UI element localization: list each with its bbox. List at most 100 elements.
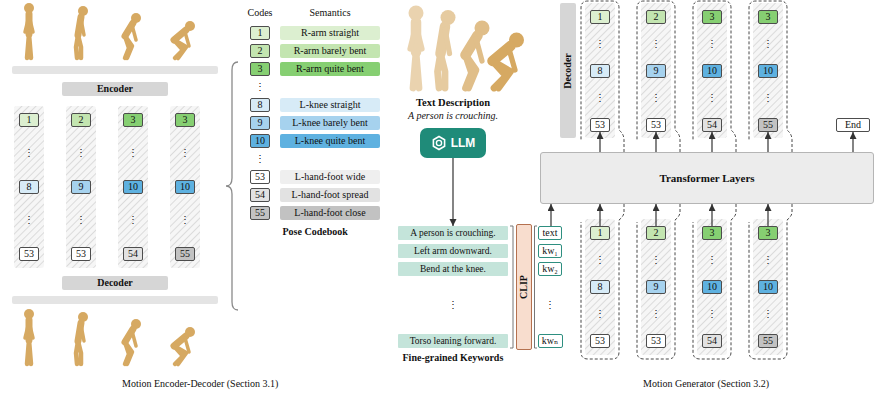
flow-arrow xyxy=(767,132,768,152)
node-text: 3 xyxy=(131,114,136,126)
node-text: Left arm downward. xyxy=(414,245,492,257)
pose-figure xyxy=(76,312,88,364)
code-token: 55 xyxy=(175,247,195,261)
code-token: 54 xyxy=(123,247,143,261)
text-token: text xyxy=(538,226,562,240)
annotation-label: ⋮ xyxy=(651,308,661,320)
code-token: 3 xyxy=(175,113,195,127)
node-text: 1 xyxy=(598,11,603,23)
annotation-label: ⋮ xyxy=(595,92,605,104)
code-token: 3 xyxy=(758,226,778,240)
annotation-label: ⋮ xyxy=(651,92,661,104)
code-token: 3 xyxy=(758,10,778,24)
token-column xyxy=(170,106,200,268)
transformer-block: Transformer Layers xyxy=(540,152,874,204)
clip-encoder: CLIP xyxy=(516,224,532,350)
node-text: Bend at the knee. xyxy=(420,263,486,275)
keyword-box: A person is crouching. xyxy=(398,226,508,240)
code-token: 53 xyxy=(19,247,39,261)
pose-figure xyxy=(24,3,34,58)
node-text: 10 xyxy=(180,181,190,193)
token-column xyxy=(585,219,615,355)
semantic-band: L-hand-foot wide xyxy=(280,170,380,184)
node-text: L-hand-foot spread xyxy=(292,189,369,201)
code-token: 9 xyxy=(71,180,91,194)
semantic-band: L-knee straight xyxy=(280,98,380,112)
annotation-label: ⋮ xyxy=(128,214,138,226)
annotation-label: ⋮ xyxy=(763,254,773,266)
pose-figure xyxy=(125,319,141,364)
node-text: 3 xyxy=(710,227,715,239)
code-token: 10 xyxy=(702,280,722,294)
dashed-loop xyxy=(693,204,736,359)
node-text: Decoder xyxy=(97,277,133,289)
flow-arrow xyxy=(452,158,453,226)
node-text: R-arm quite bent xyxy=(296,63,364,75)
pose-figure xyxy=(174,21,195,58)
node-text: L-knee barely bent xyxy=(292,117,368,129)
text-token: kw₂ xyxy=(538,262,562,276)
code-token: 10 xyxy=(702,64,722,78)
flow-arrow xyxy=(599,204,600,226)
node-text: 54 xyxy=(128,248,138,260)
node-text: 10 xyxy=(128,181,138,193)
code-token: 3 xyxy=(250,62,270,76)
code-token: 1 xyxy=(250,26,270,40)
node-text: kw₂ xyxy=(542,263,558,275)
dashed-loop xyxy=(637,1,680,152)
code-token: 9 xyxy=(646,280,666,294)
semantic-band: L-hand-foot close xyxy=(280,206,380,220)
code-token: 55 xyxy=(250,206,270,220)
node-text: 10 xyxy=(255,135,265,147)
keyword-box: Left arm downward. xyxy=(398,244,508,258)
dashed-loop xyxy=(749,1,792,152)
flow-arrow xyxy=(711,132,712,152)
node-text: 2 xyxy=(79,114,84,126)
node-text: R-arm straight xyxy=(301,27,359,39)
token-column xyxy=(753,219,783,355)
keyword-box: Bend at the knee. xyxy=(398,262,508,276)
semantic-band: L-knee quite bent xyxy=(280,134,380,148)
annotation-label: Motion Encoder-Decoder (Section 3.1) xyxy=(122,378,278,390)
llm-box: LLM xyxy=(420,128,486,158)
node-text: A person is crouching. xyxy=(410,227,496,239)
annotation-label: Text Description xyxy=(416,97,490,109)
token-column xyxy=(697,3,727,138)
node-text: 2 xyxy=(258,45,263,57)
curly-brace xyxy=(226,62,238,310)
code-token: 55 xyxy=(758,118,778,132)
code-token: 1 xyxy=(19,113,39,127)
node-text: 53 xyxy=(24,248,34,260)
node-text: 3 xyxy=(766,11,771,23)
annotation-label: ⋮ xyxy=(255,81,265,93)
code-token: 53 xyxy=(590,334,610,348)
node-text: 55 xyxy=(763,119,773,131)
code-token: 53 xyxy=(590,118,610,132)
semantic-band: R-arm barely bent xyxy=(280,44,380,58)
node-text: 8 xyxy=(258,99,263,111)
llm-icon xyxy=(431,135,447,151)
annotation-label: ⋮ xyxy=(24,147,34,159)
annotation-label: ⋮ xyxy=(707,308,717,320)
token-column xyxy=(118,106,148,268)
pose-figure xyxy=(409,6,424,89)
node-text: Encoder xyxy=(97,83,133,95)
flow-arrow xyxy=(767,204,768,226)
code-token: 54 xyxy=(702,118,722,132)
code-token: 9 xyxy=(250,116,270,130)
code-token: 1 xyxy=(590,226,610,240)
pose-figure xyxy=(438,10,456,88)
node-text: Decoder xyxy=(562,53,574,89)
dashed-loop xyxy=(749,204,792,359)
code-token: 2 xyxy=(646,226,666,240)
node-text: 53 xyxy=(651,335,661,347)
node-text: 9 xyxy=(654,65,659,77)
node-text: End xyxy=(845,119,861,131)
annotation-label: ⋮ xyxy=(595,308,605,320)
pose-figure xyxy=(174,327,195,364)
annotation-label: ⋮ xyxy=(595,254,605,266)
semantic-band: L-knee barely bent xyxy=(280,116,380,130)
dashed-loop xyxy=(581,1,624,152)
flow-arrow xyxy=(655,204,656,226)
